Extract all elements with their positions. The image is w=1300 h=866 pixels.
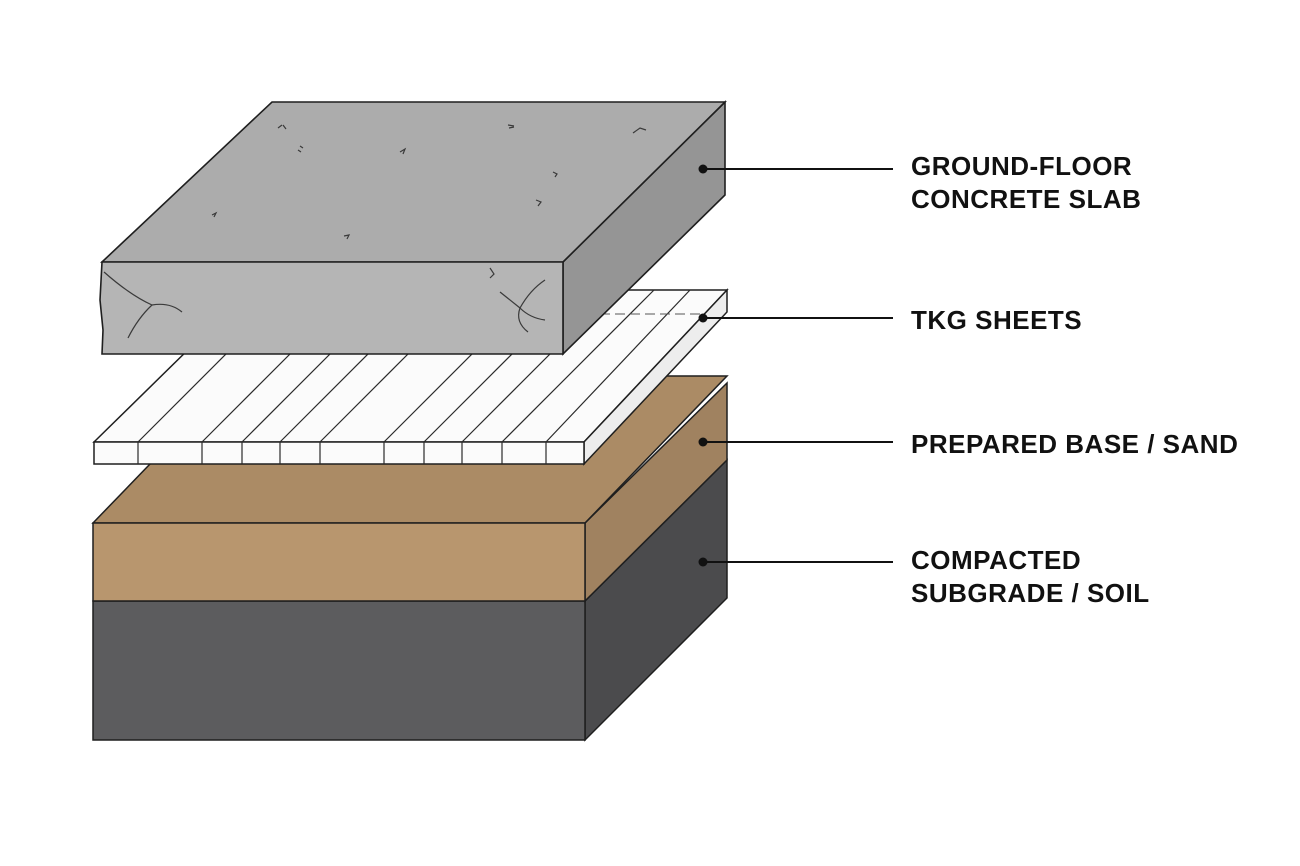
- soil-front-face: [92, 600, 586, 741]
- slab-texture: [103, 124, 647, 339]
- label-line: TKG SHEETS: [911, 305, 1083, 335]
- leader-dot-soil: [698, 557, 708, 567]
- label-prepared-base: PREPARED BASE / SAND: [911, 428, 1238, 461]
- label-concrete-slab: GROUND-FLOOR CONCRETE SLAB: [911, 150, 1141, 216]
- concrete-slab: [99, 100, 727, 356]
- label-line: CONCRETE SLAB: [911, 184, 1142, 214]
- leader-dot-slab: [698, 164, 708, 174]
- tkg-front-face: [93, 441, 585, 465]
- label-line: GROUND-FLOOR: [911, 151, 1133, 181]
- callouts: [698, 164, 893, 567]
- label-tkg-sheets: TKG SHEETS: [911, 304, 1082, 337]
- label-compacted-subgrade: COMPACTED SUBGRADE / SOIL: [911, 544, 1150, 610]
- leader-dot-tkg: [698, 313, 708, 323]
- slab-front-face: [99, 261, 564, 355]
- label-line: SUBGRADE / SOIL: [911, 578, 1150, 608]
- sand-front-face: [92, 522, 586, 602]
- label-line: COMPACTED: [911, 545, 1082, 575]
- label-line: PREPARED BASE / SAND: [911, 429, 1239, 459]
- leader-dot-sand: [698, 437, 708, 447]
